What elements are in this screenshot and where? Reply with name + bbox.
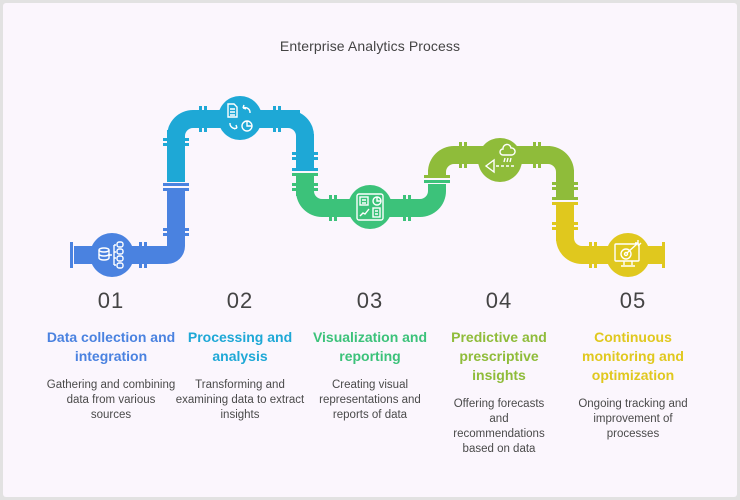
- step-1-node: [90, 233, 134, 277]
- dashboard-report-icon: [356, 193, 384, 221]
- step-heading: Visualization and reporting: [312, 329, 428, 364]
- step-number: 02: [226, 288, 254, 313]
- step-number: 04: [485, 288, 513, 313]
- step-description: Transforming and examining data to extra…: [175, 379, 305, 421]
- step-number: 05: [619, 288, 647, 313]
- step-1: 01 Data collection and integration Gathe…: [46, 288, 176, 423]
- step-heading: Continuous monitoring and optimization: [582, 329, 684, 383]
- monitor-target-icon: [614, 240, 642, 267]
- step-2: 02 Processing and analysis Transforming …: [175, 288, 305, 423]
- database-tree-icon: [98, 241, 124, 269]
- step-2-node: [218, 96, 262, 140]
- diagram-title: Enterprise Analytics Process: [279, 38, 461, 54]
- step-4: 04 Predictive and prescriptive insights …: [434, 288, 564, 457]
- step-5-node: [606, 233, 650, 277]
- step-heading: Data collection and integration: [46, 329, 176, 364]
- step-description: Gathering and combining data from variou…: [46, 379, 176, 421]
- step-3: 03 Visualization and reporting Creating …: [305, 288, 435, 423]
- step-heading: Processing and analysis: [187, 329, 293, 364]
- pipe-segment-2: [163, 106, 318, 182]
- step-5: 05 Continuous monitoring and optimizatio…: [568, 288, 698, 442]
- step-description: Ongoing tracking and improvement of proc…: [578, 398, 688, 440]
- step-4-node: [478, 138, 522, 182]
- step-description: Creating visual representations and repo…: [319, 379, 421, 421]
- step-number: 03: [356, 288, 384, 313]
- forecast-cloud-icon: [484, 143, 516, 174]
- step-3-node: [348, 185, 392, 229]
- document-cycle-chart-icon: [227, 103, 253, 132]
- step-number: 01: [97, 288, 125, 313]
- step-description: Offering forecasts and recommendations b…: [453, 398, 545, 455]
- step-heading: Predictive and prescriptive insights: [451, 329, 547, 383]
